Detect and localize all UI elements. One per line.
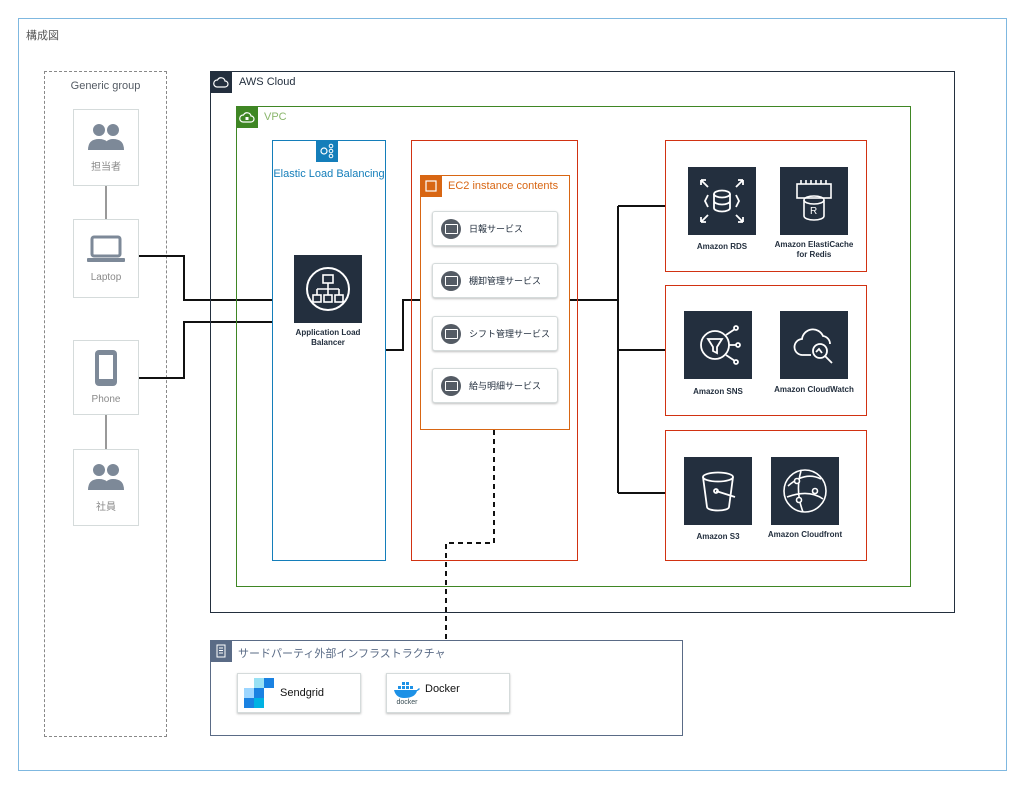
sns-label: Amazon SNS <box>693 387 743 396</box>
sendgrid-card[interactable]: Sendgrid <box>237 673 361 713</box>
person-tile-shain[interactable]: 社員 <box>73 449 139 526</box>
service-label: 給与明細サービス <box>469 381 542 391</box>
rds-icon[interactable] <box>688 167 756 235</box>
phone-icon <box>95 350 117 386</box>
docker-logo-wrap: docker <box>393 681 421 706</box>
person-label: 担当者 <box>91 162 121 173</box>
s3-bucket-icon[interactable] <box>684 457 752 525</box>
rds-label: Amazon RDS <box>696 242 748 251</box>
users-icon <box>88 464 124 490</box>
cloudwatch-icon[interactable] <box>780 311 848 379</box>
instance-icon <box>441 323 461 344</box>
sendgrid-label: Sendgrid <box>280 687 325 699</box>
cloud-icon <box>210 71 232 93</box>
instance-icon <box>441 218 461 239</box>
sns-icon[interactable] <box>684 311 752 379</box>
elasticache-label: Amazon ElastiCache for Redis <box>774 240 854 259</box>
cloudwatch-label: Amazon CloudWatch <box>774 385 854 394</box>
docker-label: Docker <box>425 683 460 695</box>
svg-text:R: R <box>810 206 817 217</box>
service-card-nippo[interactable]: 日報サービス <box>432 211 558 246</box>
laptop-icon <box>87 235 125 262</box>
service-label: 棚卸管理サービス <box>469 276 542 286</box>
ec2-group <box>420 175 570 430</box>
line-phone-alb <box>139 321 272 379</box>
line-ec2-thirdparty <box>445 430 495 640</box>
notify-services-group <box>665 285 867 416</box>
users-icon <box>88 124 124 150</box>
service-label: シフト管理サービス <box>469 329 551 339</box>
laptop-tile[interactable]: Laptop <box>73 219 139 298</box>
service-card-shift[interactable]: シフト管理サービス <box>432 316 558 351</box>
instance-icon <box>441 375 461 396</box>
phone-label: Phone <box>91 394 121 405</box>
phone-tile[interactable]: Phone <box>73 340 139 415</box>
cloudfront-icon[interactable] <box>771 457 839 525</box>
instance-icon <box>441 270 461 291</box>
s3-label: Amazon S3 <box>696 532 740 541</box>
third-party-label: サードパーティ外部インフラストラクチャ <box>238 648 446 660</box>
service-card-tanaoroshi[interactable]: 棚卸管理サービス <box>432 263 558 298</box>
docker-wordmark: docker <box>396 698 418 706</box>
docker-logo <box>394 681 420 698</box>
storage-services-group <box>665 430 867 561</box>
generic-group-label: Generic group <box>70 80 141 92</box>
elb-label: Elastic Load Balancing <box>273 168 385 180</box>
ec2-subnet <box>411 140 578 561</box>
aws-cloud-label: AWS Cloud <box>239 76 296 88</box>
alb-icon[interactable] <box>294 255 362 323</box>
docker-card[interactable]: docker Docker <box>386 673 510 713</box>
laptop-label: Laptop <box>90 272 122 283</box>
data-services-group <box>665 140 867 272</box>
service-card-kyuyo[interactable]: 給与明細サービス <box>432 368 558 403</box>
person-label: 社員 <box>96 502 116 513</box>
vpc-group <box>236 106 911 587</box>
vpc-label: VPC <box>264 111 287 123</box>
ec2-chip-icon <box>420 175 442 197</box>
alb-label: Application Load Balancer <box>295 328 361 347</box>
aws-cloud-group <box>210 71 955 613</box>
ec2-label: EC2 instance contents <box>448 180 559 192</box>
diagram-frame <box>18 18 1007 771</box>
server-icon <box>210 640 232 662</box>
elb-icon <box>316 140 338 162</box>
cloudfront-label: Amazon Cloudfront <box>767 530 843 539</box>
service-label: 日報サービス <box>469 224 524 234</box>
generic-group <box>44 71 167 737</box>
elb-group <box>272 140 386 561</box>
diagram-title: 構成図 <box>26 30 59 42</box>
sendgrid-logo <box>244 678 274 708</box>
elasticache-icon[interactable]: R <box>780 167 848 235</box>
person-tile-tantosha[interactable]: 担当者 <box>73 109 139 186</box>
third-party-group <box>210 640 683 736</box>
line-laptop-alb <box>139 255 272 301</box>
vpc-cloud-icon <box>236 106 258 128</box>
